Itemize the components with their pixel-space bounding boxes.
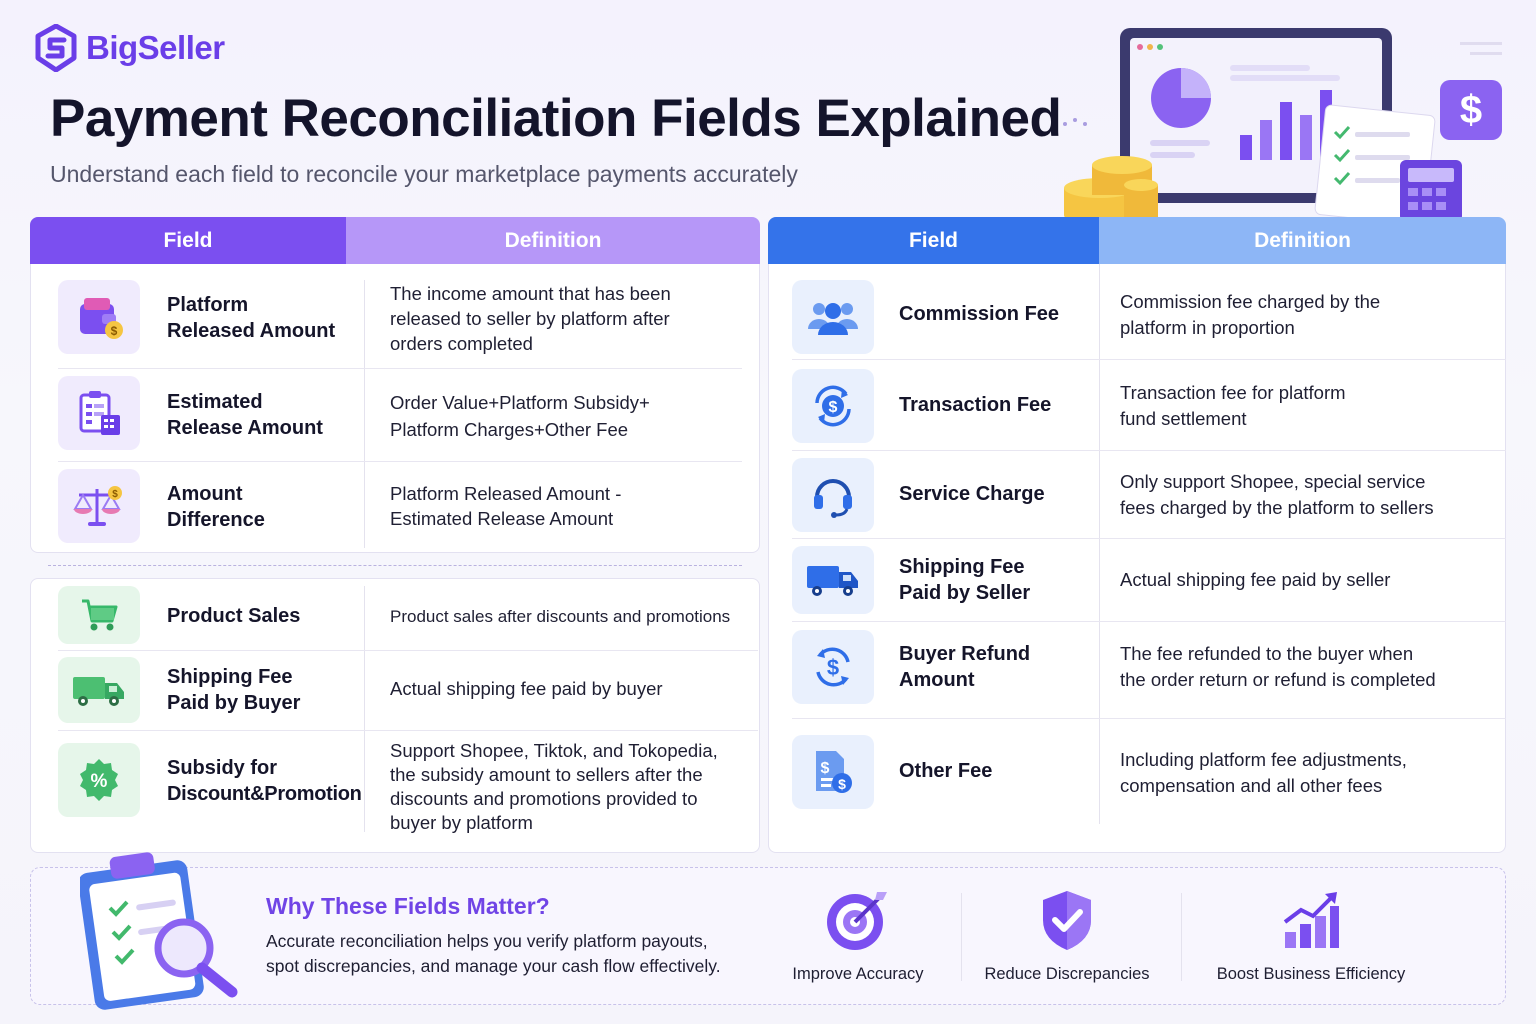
benefit-label-accuracy: Improve Accuracy <box>792 965 924 983</box>
growth-chart-icon <box>1283 892 1339 948</box>
left-row-sep-4 <box>58 730 758 731</box>
why-fields-matter-panel <box>30 867 1506 1005</box>
svg-text:%: % <box>91 771 108 792</box>
headset-icon <box>792 458 874 532</box>
target-icon <box>827 892 887 950</box>
def-product-sales: Product sales after discounts and promot… <box>390 607 731 626</box>
left-divider-1 <box>364 280 365 548</box>
def-amount-difference: Platform Released Amount -Estimated Rele… <box>390 483 622 529</box>
svg-text:$: $ <box>827 655 839 680</box>
left-row-sep-2 <box>58 461 742 462</box>
left-row-sep-3 <box>58 650 758 651</box>
field-service-charge: Service Charge <box>899 483 1045 505</box>
left-col-definition-header: Definition <box>346 217 760 265</box>
field-product-sales: Product Sales <box>167 605 301 627</box>
brand-logo: BigSeller <box>34 24 225 72</box>
def-shipping-fee-paid-by-buyer: Actual shipping fee paid by buyer <box>390 678 663 699</box>
fee-document-icon: $ $ <box>792 735 874 809</box>
svg-text:$: $ <box>829 399 838 416</box>
refund-dollar-icon: $ <box>792 630 874 704</box>
left-table-section-2 <box>30 578 760 853</box>
balance-scale-icon: $ <box>58 469 140 543</box>
right-row-sep-1 <box>792 359 1506 360</box>
benefit-sep-1 <box>961 893 962 981</box>
dashboard-illustration-icon: $ <box>1063 28 1502 225</box>
left-col-field-header: Field <box>30 217 346 265</box>
why-title: Why These Fields Matter? <box>266 893 550 919</box>
percent-badge-icon: % <box>58 743 140 817</box>
svg-text:$: $ <box>111 324 118 338</box>
def-estimated-release-amount: Order Value+Platform Subsidy+Platform Ch… <box>390 392 650 440</box>
left-table-header: Field Definition <box>30 217 760 265</box>
right-col-definition-header: Definition <box>1099 217 1506 265</box>
benefit-boost-efficiency: Boost Business Efficiency <box>1206 888 1416 984</box>
brand-name: BigSeller <box>86 29 225 66</box>
calculator-clipboard-icon <box>58 376 140 450</box>
right-row-sep-4 <box>792 621 1506 622</box>
right-divider <box>1099 264 1100 824</box>
def-subsidy-discount-promotion: Support Shopee, Tiktok, and Tokopedia,th… <box>390 740 718 833</box>
left-divider-2 <box>364 586 365 832</box>
shipping-truck-icon <box>792 546 874 614</box>
page-title: Payment Reconciliation Fields Explained <box>50 89 1062 148</box>
benefit-sep-2 <box>1181 893 1182 981</box>
right-row-sep-2 <box>792 450 1506 451</box>
bigseller-logo-icon <box>35 24 77 72</box>
benefit-reduce-discrepancies: Reduce Discrepancies <box>982 888 1152 984</box>
why-description: Accurate reconciliation helps you verify… <box>266 931 721 976</box>
right-row-sep-3 <box>792 538 1506 539</box>
svg-text:$: $ <box>838 776 846 792</box>
section-dashed-divider <box>48 565 742 566</box>
def-shipping-fee-paid-by-seller: Actual shipping fee paid by seller <box>1120 569 1391 590</box>
delivery-truck-icon <box>58 657 140 723</box>
svg-text:$: $ <box>821 760 830 777</box>
field-other-fee: Other Fee <box>899 760 993 782</box>
right-table-body <box>768 264 1506 853</box>
users-group-icon <box>792 280 874 354</box>
field-commission-fee: Commission Fee <box>899 303 1060 325</box>
shopping-cart-icon <box>58 586 140 644</box>
svg-text:$: $ <box>1460 88 1482 132</box>
right-table-header: Field Definition <box>768 217 1506 265</box>
benefit-label-discrepancies: Reduce Discrepancies <box>984 965 1150 983</box>
right-row-sep-5 <box>792 718 1506 719</box>
dollar-cycle-icon: $ <box>792 369 874 443</box>
field-transaction-fee: Transaction Fee <box>899 394 1052 416</box>
left-table-section-1 <box>30 264 760 553</box>
wallet-icon: $ <box>58 280 140 354</box>
benefit-label-efficiency: Boost Business Efficiency <box>1216 965 1406 983</box>
def-other-fee: Including platform fee adjustments,compe… <box>1120 749 1407 796</box>
right-col-field-header: Field <box>768 217 1099 265</box>
shield-check-icon <box>1043 891 1091 950</box>
left-row-sep-1 <box>58 368 742 369</box>
svg-text:$: $ <box>112 489 118 500</box>
clipboard-magnifier-icon <box>80 852 238 1010</box>
benefit-improve-accuracy: Improve Accuracy <box>788 888 928 984</box>
page-subtitle: Understand each field to reconcile your … <box>50 161 798 187</box>
